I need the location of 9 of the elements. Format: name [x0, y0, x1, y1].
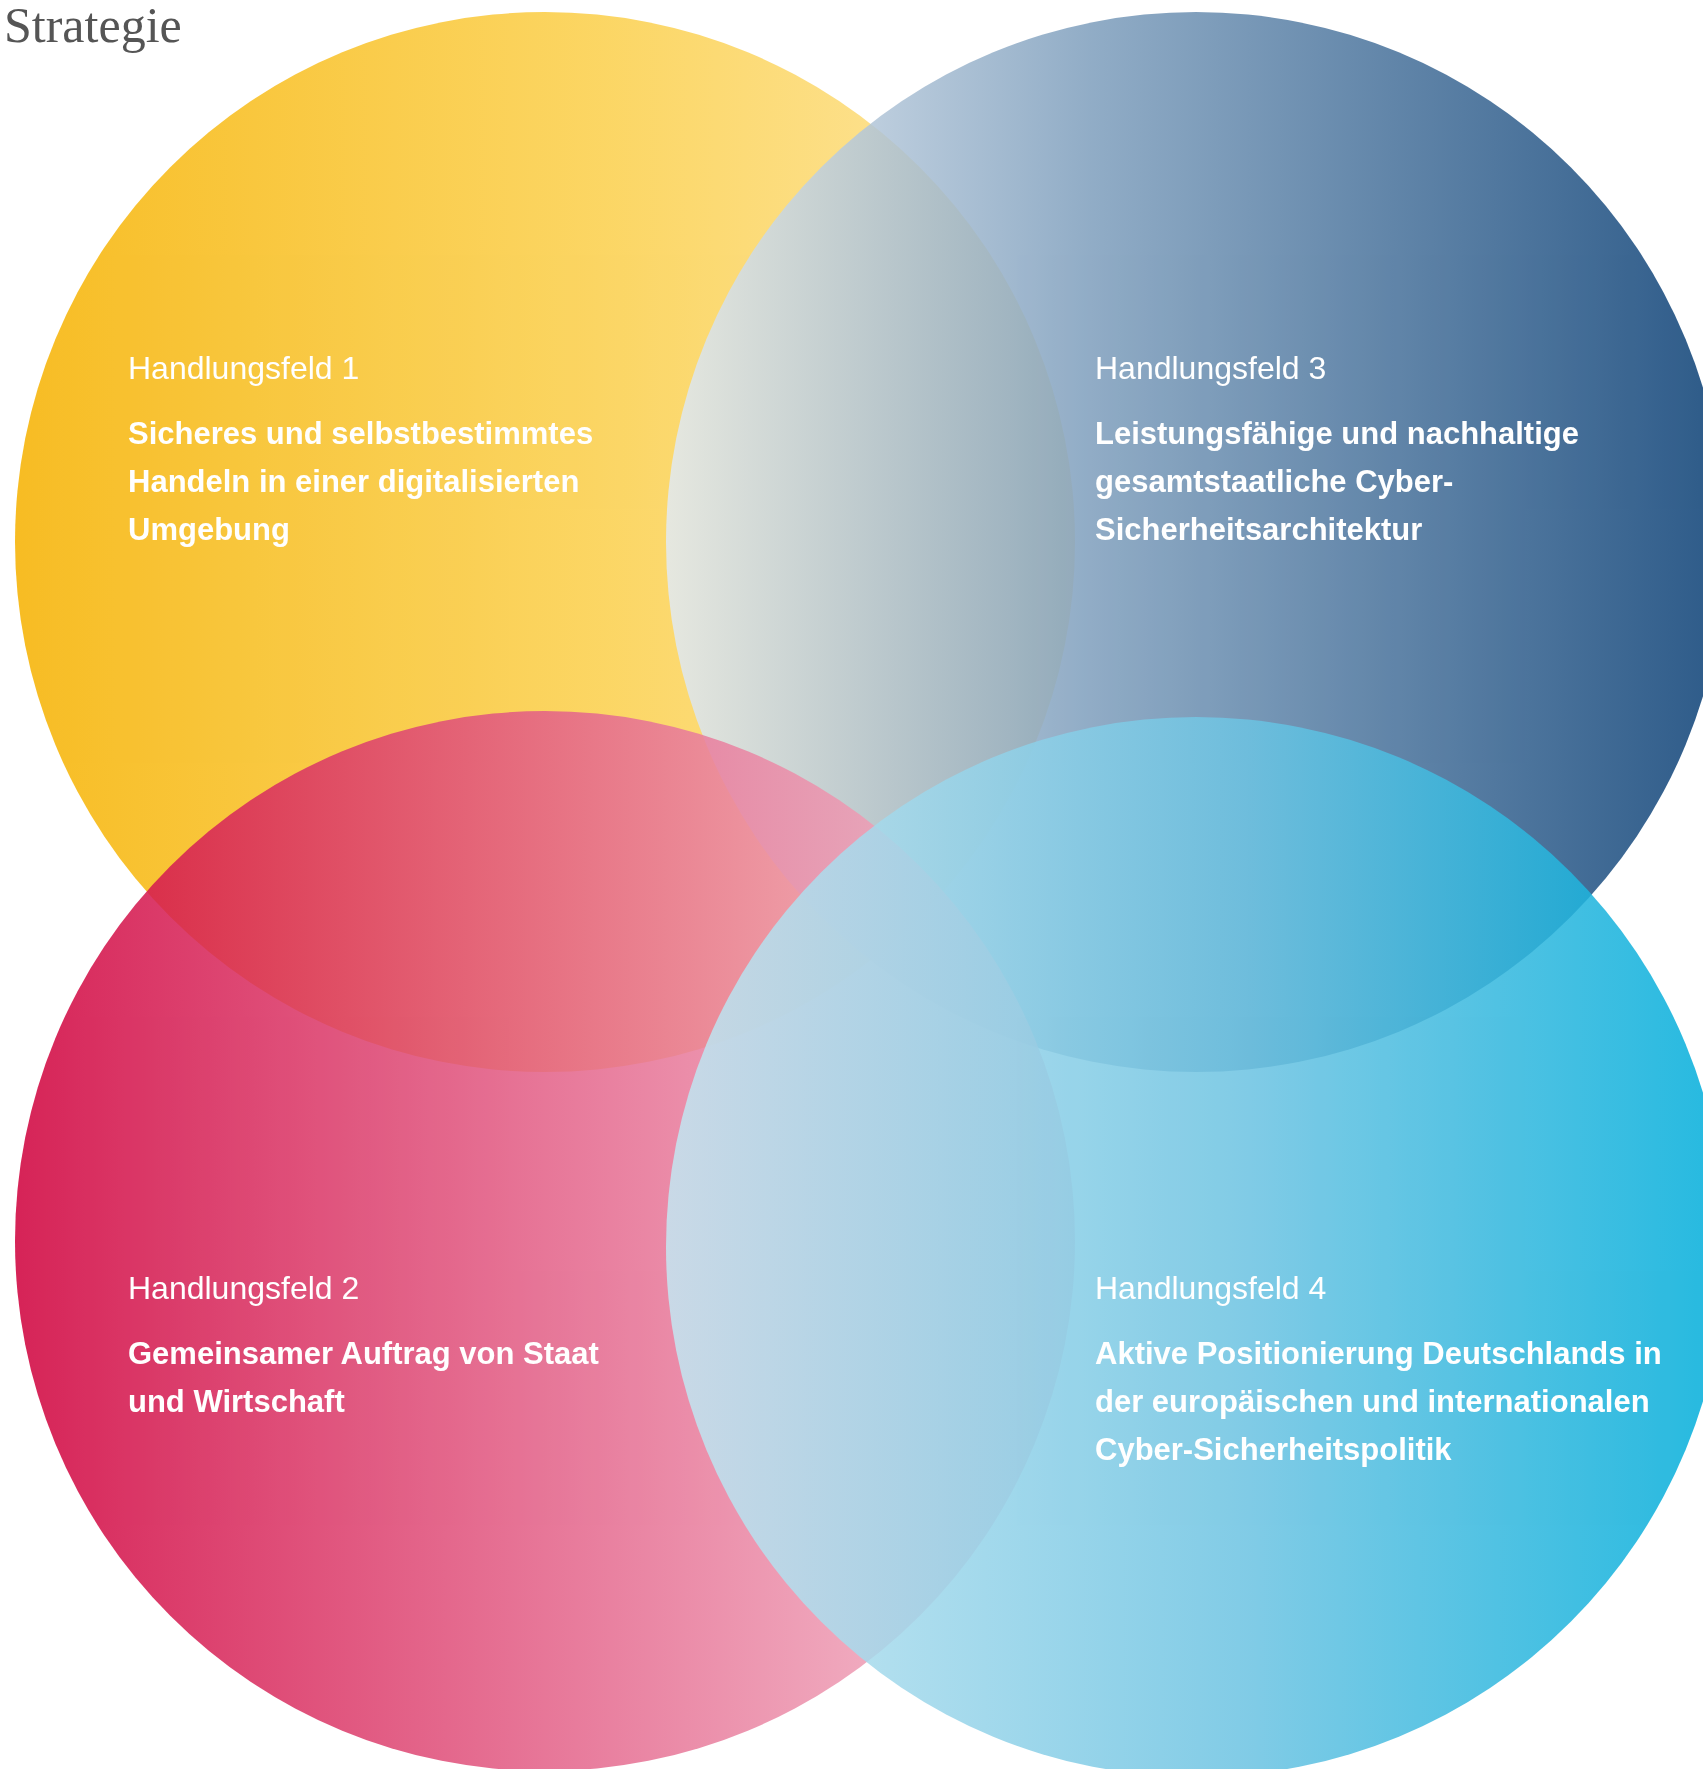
circle-title: Leistungsfähige und nachhaltige gesamtstaatliche Cyber-Sicherheitsarchitektur — [1095, 415, 1580, 549]
circle-heading: Handlungsfeld 3 — [1095, 350, 1328, 387]
circle-heading: Handlungsfeld 1 — [128, 350, 361, 387]
circle-heading: Handlungsfeld 4 — [1095, 1270, 1328, 1307]
page-title: Strategie — [4, 0, 182, 54]
circle-heading: Handlungsfeld 2 — [128, 1270, 361, 1307]
circle-title: Sicheres und selbstbestimmtes Handeln in einer digitalisierten Umgebung — [128, 415, 595, 549]
circle-title: Gemeinsamer Auftrag von Staat und Wirtschaft — [128, 1335, 600, 1421]
circle-title: Aktive Positionierung Deutschlands in der europäischen und internationalen Cyber-Sicherheitspolitik — [1095, 1335, 1663, 1469]
